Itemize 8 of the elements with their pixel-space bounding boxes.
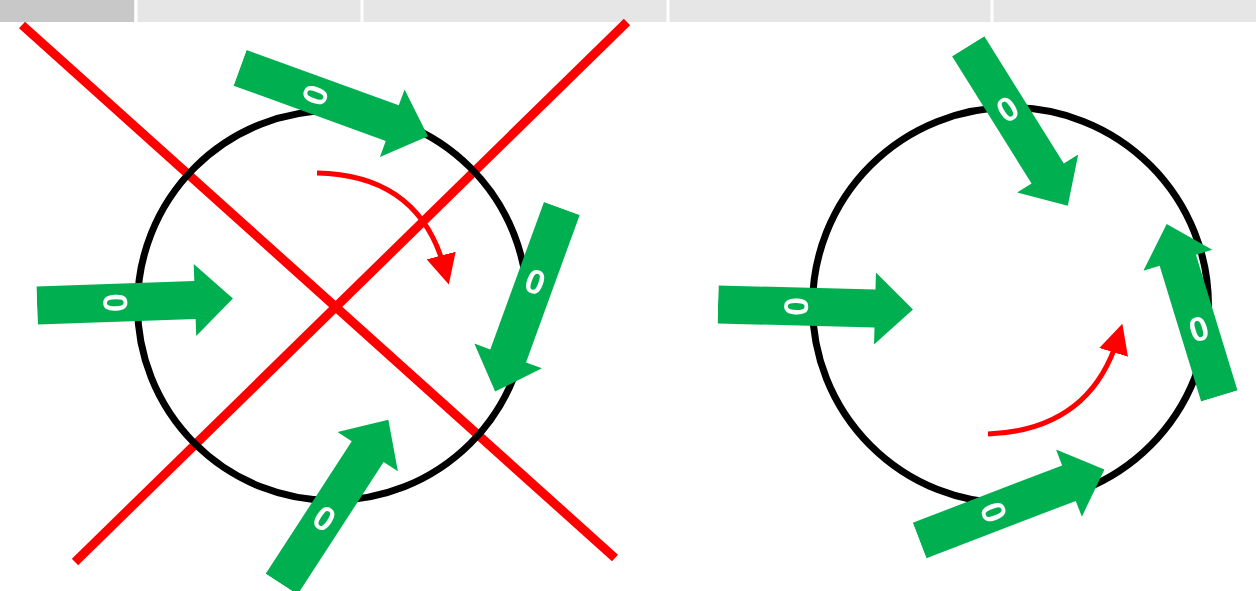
arrow-label: 0 bbox=[974, 497, 1013, 527]
arrow-label: 0 bbox=[307, 499, 342, 538]
arrow-label: 0 bbox=[520, 262, 550, 301]
arrow-label: 0 bbox=[990, 90, 1025, 129]
arrow-label: 0 bbox=[1184, 309, 1213, 348]
arrow-label: 0 bbox=[778, 296, 813, 317]
arrow-label: 0 bbox=[296, 80, 335, 110]
arrow-label: 0 bbox=[98, 292, 133, 313]
